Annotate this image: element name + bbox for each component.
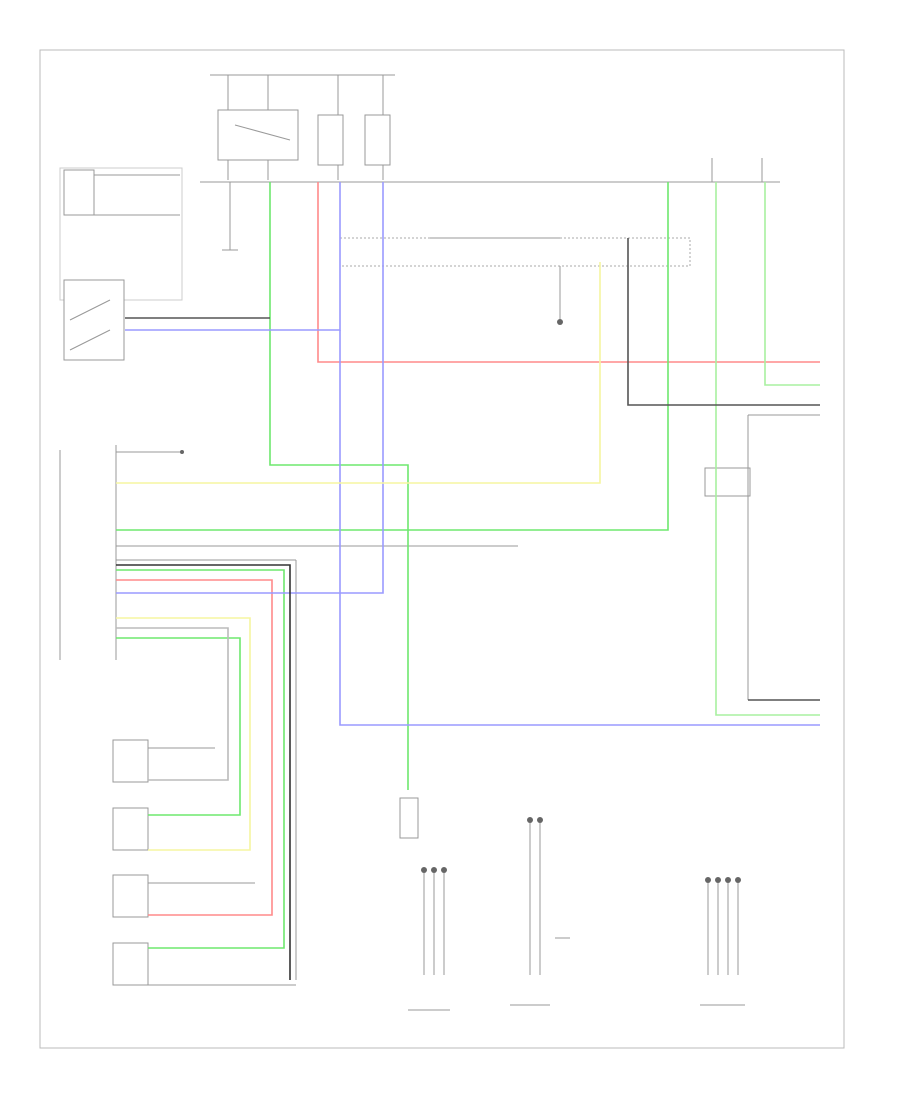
ground-point [557, 319, 563, 325]
memory-switch-4 [112, 942, 149, 986]
switch-upper-part [63, 169, 95, 216]
connector-group-right [705, 877, 741, 975]
green-wire-ecu [116, 182, 669, 531]
connector-group-engine [421, 867, 447, 975]
blue-wire-ecu [116, 182, 384, 594]
gray-wire-right [627, 238, 820, 406]
lightgreen-wire-right2 [715, 182, 820, 716]
yellow-wire-ms [116, 617, 251, 851]
colored-wires [116, 182, 820, 980]
ecu-pin-1-dot [180, 450, 184, 454]
ignition-relay-box [217, 109, 299, 161]
engine-control-component [399, 797, 419, 839]
switch-contact-a [69, 299, 111, 321]
connector-group-center [527, 817, 543, 975]
lightgreen-wire-ms [116, 637, 241, 816]
diagram-frame [39, 49, 845, 1049]
fuse-block-right [364, 114, 391, 166]
red-wire-ecu [116, 579, 273, 916]
memory-switch-1 [112, 739, 149, 783]
red-wire-top [317, 182, 820, 363]
black-wire-ecu [116, 564, 291, 980]
blue-wire-bottom [339, 330, 820, 726]
junction-connector-block [339, 237, 691, 267]
lightgreen-wire-right [764, 182, 820, 386]
memory-switch-2 [112, 807, 149, 851]
switch-lower-part [63, 279, 125, 361]
switch-contact-b [69, 329, 111, 351]
yellow-wire-ecu [116, 262, 601, 484]
relay-contact [234, 124, 291, 141]
fuse-block-left [317, 114, 344, 166]
green-wire-main [269, 182, 409, 790]
memory-switch-3 [112, 874, 149, 918]
green-wire-ms2 [116, 569, 285, 949]
right-relay [704, 467, 751, 497]
note-area [770, 75, 825, 120]
yellow-wire-ms1 [116, 627, 229, 781]
